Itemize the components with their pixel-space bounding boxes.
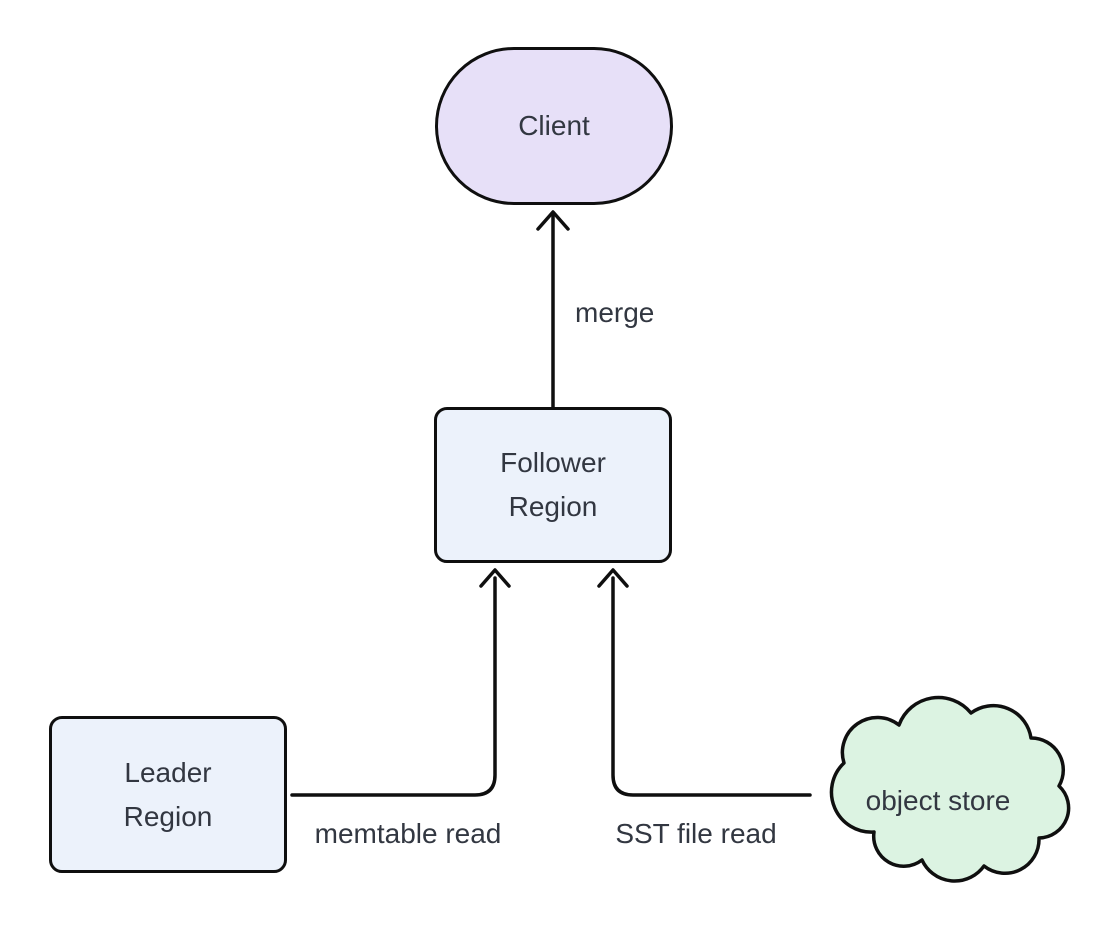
node-client: Client [435,47,673,205]
edge-line-memtable-read [290,576,497,797]
node-leader-region-label: Leader Region [123,756,213,832]
node-object-store [829,695,1071,883]
node-follower-region-label: Follower Region [500,447,606,522]
edge-object-store-to-follower [597,568,812,797]
edge-label-sst-file-read: SST file read [615,817,777,851]
arrowhead-up-icon [597,568,629,588]
edge-line-sst-file-read [611,576,812,797]
node-object-store-label: object store [865,785,1011,816]
edge-follower-to-client [536,210,570,409]
edge-label-memtable-read: memtable read [314,817,502,851]
node-client-label: Client [518,110,590,141]
arrowhead-up-icon [536,210,570,231]
edge-label-merge: merge [575,296,655,330]
node-follower-region: Follower Region [434,407,672,563]
arrowhead-up-icon [479,568,511,588]
node-leader-region: Leader Region [49,716,287,873]
cloud-shape-icon [829,695,1071,883]
edge-leader-to-follower [290,568,511,797]
